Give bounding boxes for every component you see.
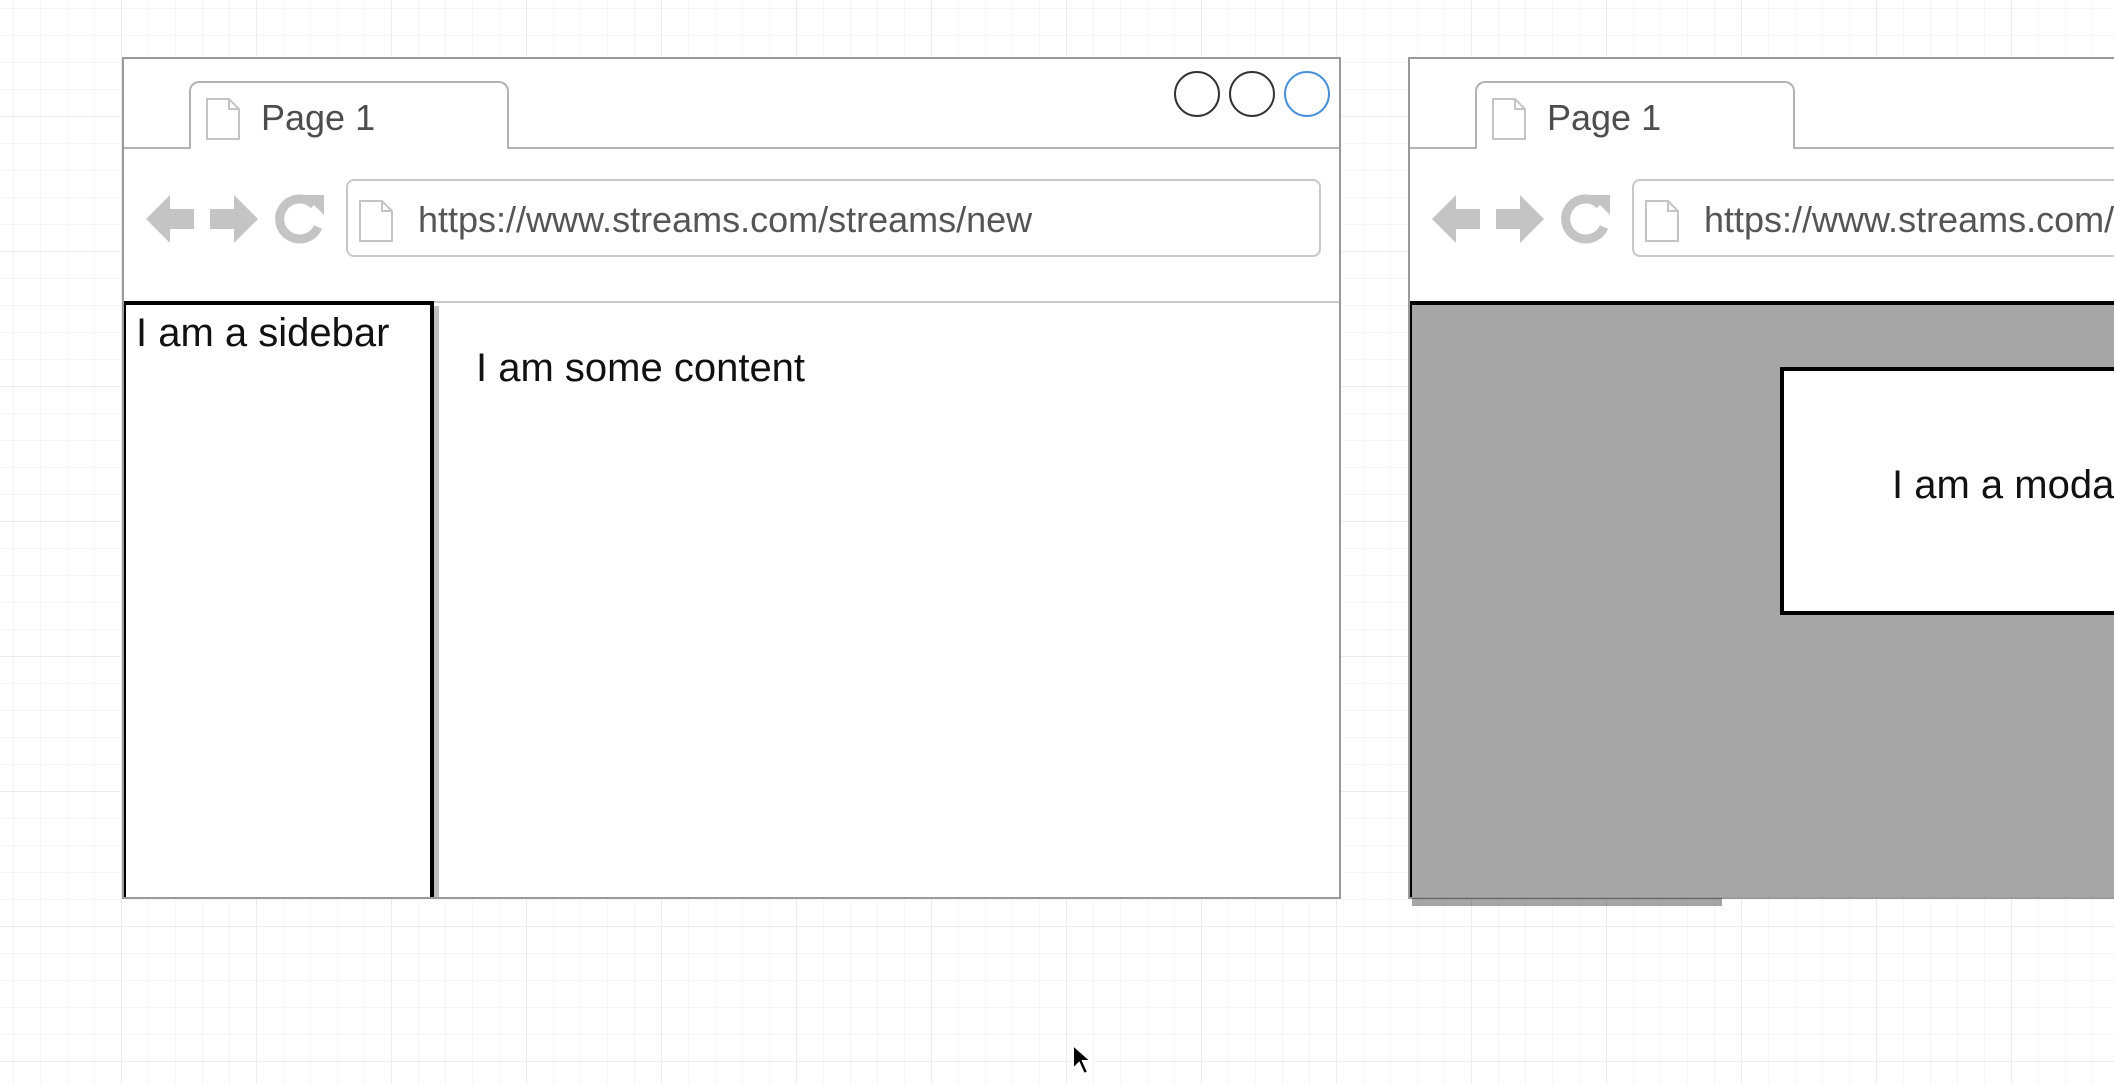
url-text: https://www.streams.com/streams/new	[1704, 199, 2114, 240]
forward-arrow-icon	[1496, 195, 1544, 243]
back-arrow-icon	[1432, 195, 1480, 243]
sidebar-label: I am a sidebar	[136, 311, 390, 355]
navigation-buttons	[1430, 193, 1630, 265]
page-icon	[1491, 97, 1527, 146]
sidebar-box: I am a sidebar	[124, 301, 434, 897]
window-control-circle-icon	[1284, 71, 1330, 117]
navigation-buttons	[144, 193, 344, 265]
address-bar[interactable]: https://www.streams.com/streams/new	[1632, 179, 2114, 257]
page-icon	[205, 97, 241, 146]
tab-strip-line	[124, 147, 1339, 149]
content-label: I am some content	[476, 346, 806, 390]
tab-label: Page 1	[261, 97, 376, 138]
reload-icon	[275, 194, 324, 244]
reload-icon	[1561, 194, 1610, 244]
browser-tab[interactable]: Page 1	[1475, 81, 1795, 149]
browser-tab[interactable]: Page 1	[189, 81, 509, 149]
page-icon	[358, 199, 394, 248]
url-text: https://www.streams.com/streams/new	[418, 199, 1033, 240]
modal-backdrop: I am a modal	[1410, 301, 2114, 897]
forward-arrow-icon	[210, 195, 258, 243]
address-bar[interactable]: https://www.streams.com/streams/new	[346, 179, 1321, 257]
toolbar-divider	[124, 301, 1339, 303]
tab-label: Page 1	[1547, 97, 1662, 138]
window-controls	[1173, 69, 1339, 119]
browser-window-mockup-modal: Page 1 https://www.streams.com/streams/n…	[1408, 57, 2114, 899]
back-arrow-icon	[146, 195, 194, 243]
window-control-circle-icon	[1174, 71, 1220, 117]
browser-window-mockup: Page 1 https:/	[122, 57, 1341, 899]
modal-label: I am a modal	[1892, 463, 2114, 507]
page-icon	[1644, 199, 1680, 248]
window-shadow	[1412, 898, 1722, 906]
window-control-circle-icon	[1229, 71, 1275, 117]
mouse-cursor-icon	[1071, 1042, 1095, 1082]
modal-box: I am a modal	[1780, 367, 2114, 615]
